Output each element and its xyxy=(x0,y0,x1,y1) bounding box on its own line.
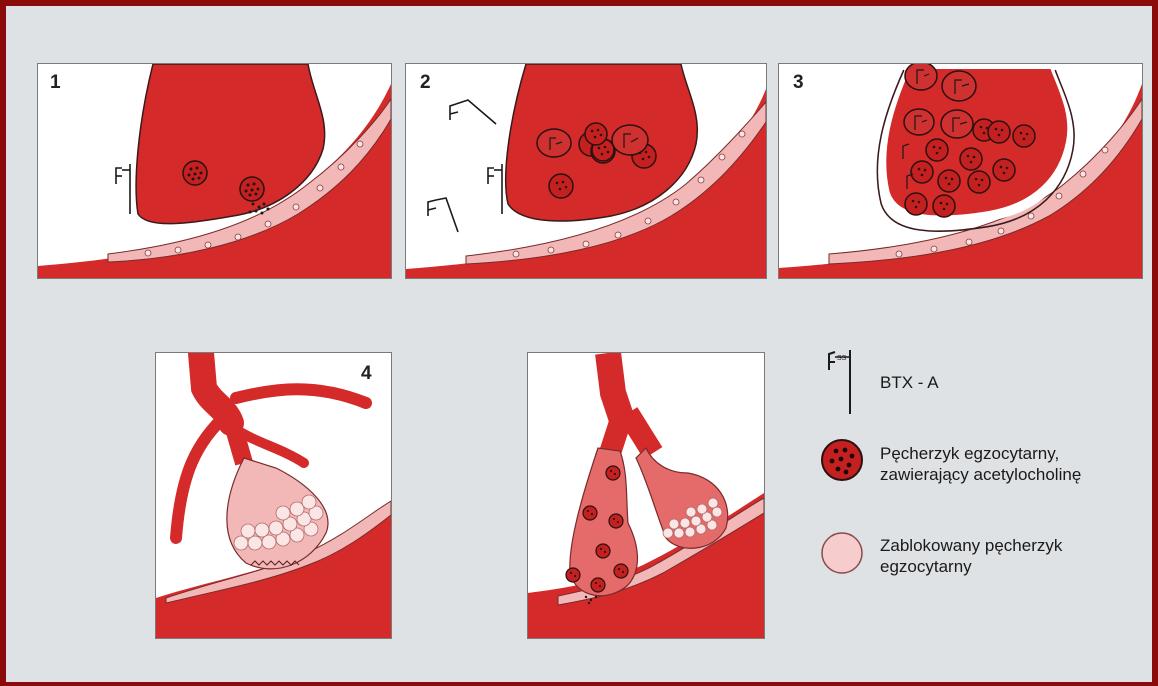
btx-symbol-text: SS xyxy=(837,355,847,362)
vesicle-icon xyxy=(819,437,865,483)
panel-3-illustration xyxy=(779,64,1142,278)
legend-blocked-line1: Zablokowany pęcherzyk xyxy=(880,536,1062,556)
btx-a-icon xyxy=(450,100,496,124)
panel-number: 4 xyxy=(361,363,372,385)
panel-2-illustration xyxy=(406,64,766,278)
btx-a-icon xyxy=(116,164,130,214)
panel-4-illustration xyxy=(156,353,391,638)
panel-4: 4 xyxy=(155,352,392,639)
panel-number: 1 xyxy=(50,72,61,94)
legend-vesicle-line2: zawierający acetylocholinę xyxy=(880,465,1081,485)
blocked-vesicle-icon xyxy=(612,125,648,155)
vesicle-icon xyxy=(240,177,264,201)
btx-a-icon: SS xyxy=(826,348,860,418)
blocked-vesicle-icon xyxy=(537,129,571,157)
panel-5-illustration xyxy=(528,353,764,638)
panel-2: 2 xyxy=(405,63,767,279)
btx-a-icon xyxy=(488,164,502,214)
legend-vesicle-line1: Pęcherzyk egzocytarny, xyxy=(880,444,1059,464)
panel-1: 1 xyxy=(37,63,392,279)
blocked-vesicle-icon xyxy=(819,530,865,576)
btx-a-icon xyxy=(428,198,458,232)
panel-5 xyxy=(527,352,765,639)
vesicle-icon xyxy=(183,161,207,185)
legend-btx-label: BTX - A xyxy=(880,373,939,393)
panel-3: 3 xyxy=(778,63,1143,279)
panel-1-illustration xyxy=(38,64,391,278)
panel-number: 3 xyxy=(793,72,804,94)
legend-blocked-line2: egzocytarny xyxy=(880,557,972,577)
panel-number: 2 xyxy=(420,72,431,94)
